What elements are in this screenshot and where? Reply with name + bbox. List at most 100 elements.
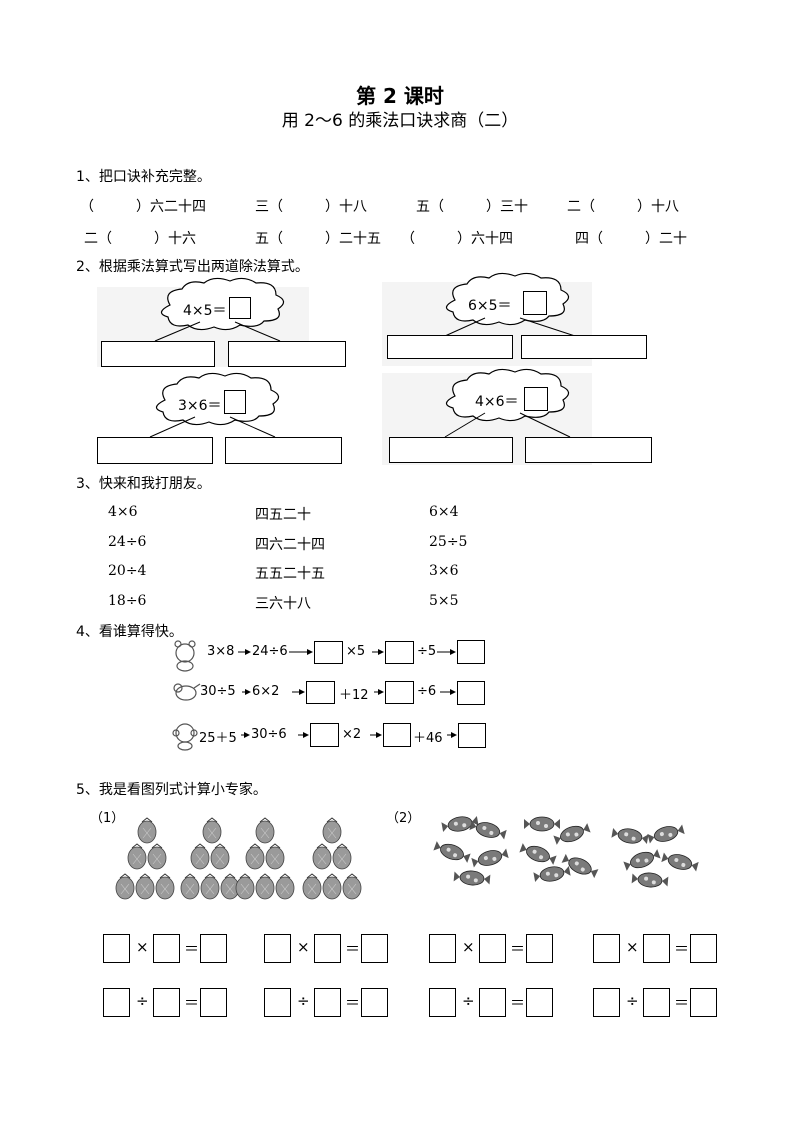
candy-group bbox=[432, 813, 510, 888]
strawberry-group bbox=[235, 817, 295, 900]
answer-box[interactable] bbox=[361, 934, 388, 963]
q1-r1-c1: （ ）六二十四 bbox=[80, 199, 206, 215]
q1-r1-c2: 三（ ）十八 bbox=[255, 199, 367, 215]
lesson-title: 第 2 课时 bbox=[356, 84, 444, 108]
answer-box[interactable] bbox=[643, 988, 670, 1017]
answer-box[interactable] bbox=[264, 988, 291, 1017]
division-answer-field[interactable] bbox=[97, 437, 213, 464]
strawberry-group bbox=[302, 817, 362, 900]
q3-col3-item[interactable]: 25÷5 bbox=[429, 534, 468, 550]
equals-sign: ＝ bbox=[184, 940, 200, 958]
answer-box[interactable] bbox=[690, 988, 717, 1017]
q2-eq-2: 6×5＝ bbox=[468, 298, 512, 314]
answer-box[interactable] bbox=[383, 723, 411, 747]
answer-box[interactable] bbox=[229, 297, 251, 319]
answer-box[interactable] bbox=[593, 988, 620, 1017]
answer-box[interactable] bbox=[314, 641, 343, 664]
divide-sign: ÷ bbox=[297, 992, 310, 1010]
equals-sign: ＝ bbox=[510, 940, 526, 958]
candy-group bbox=[518, 816, 600, 885]
answer-box[interactable] bbox=[361, 988, 388, 1017]
equals-sign: ＝ bbox=[510, 994, 526, 1012]
q3-col2-item[interactable]: 三六十八 bbox=[255, 596, 311, 612]
q4-chain3-op1: ×2 bbox=[342, 727, 362, 742]
equals-sign: ＝ bbox=[674, 994, 690, 1012]
divide-sign: ÷ bbox=[136, 992, 149, 1010]
q3-col1-item[interactable]: 4×6 bbox=[108, 504, 138, 520]
answer-box[interactable] bbox=[385, 641, 414, 664]
q3-col2-item[interactable]: 四六二十四 bbox=[255, 537, 325, 553]
q3-col3-item[interactable]: 6×4 bbox=[429, 504, 459, 520]
divide-sign: ÷ bbox=[462, 992, 475, 1010]
q1-r2-c4: 四（ ）二十 bbox=[575, 231, 687, 247]
answer-box[interactable] bbox=[264, 934, 291, 963]
q3-col3-item[interactable]: 5×5 bbox=[429, 593, 459, 609]
answer-box[interactable] bbox=[200, 988, 227, 1017]
q4-chain1-op1: ×5 bbox=[346, 644, 366, 659]
answer-box[interactable] bbox=[593, 934, 620, 963]
answer-box[interactable] bbox=[306, 681, 335, 704]
q4-chain1-op2: ÷5 bbox=[417, 644, 437, 659]
answer-box[interactable] bbox=[385, 681, 414, 704]
answer-box[interactable] bbox=[103, 988, 130, 1017]
answer-box[interactable] bbox=[458, 723, 486, 748]
answer-box[interactable] bbox=[310, 723, 339, 747]
answer-box[interactable] bbox=[314, 988, 341, 1017]
answer-box[interactable] bbox=[429, 934, 456, 963]
answer-box[interactable] bbox=[524, 387, 548, 411]
q4-chain2-op2: ÷6 bbox=[417, 684, 437, 699]
q3-col1-item[interactable]: 20÷4 bbox=[108, 563, 147, 579]
answer-box[interactable] bbox=[153, 934, 180, 963]
q3-col1-item[interactable]: 24÷6 bbox=[108, 534, 147, 550]
strawberry-group bbox=[115, 817, 175, 900]
q4-chain1-start: 3×8 bbox=[207, 644, 235, 659]
q3-col1-item[interactable]: 18÷6 bbox=[108, 593, 147, 609]
q5-part2-label: （2） bbox=[386, 811, 421, 826]
division-answer-field[interactable] bbox=[389, 437, 513, 463]
division-answer-field[interactable] bbox=[521, 335, 647, 359]
answer-box[interactable] bbox=[479, 934, 506, 963]
times-sign: × bbox=[297, 938, 310, 956]
q3-col2-item[interactable]: 四五二十 bbox=[255, 507, 311, 523]
answer-box[interactable] bbox=[523, 291, 547, 315]
answer-box[interactable] bbox=[457, 681, 485, 705]
q2-eq-3: 3×6＝ bbox=[178, 398, 222, 414]
answer-box[interactable] bbox=[103, 934, 130, 963]
answer-box[interactable] bbox=[526, 934, 553, 963]
answer-box[interactable] bbox=[479, 988, 506, 1017]
candy-picture bbox=[432, 813, 700, 890]
times-sign: × bbox=[462, 938, 475, 956]
answer-box[interactable] bbox=[314, 934, 341, 963]
division-answer-field[interactable] bbox=[387, 335, 513, 359]
q1-r2-c1: 二（ ）十六 bbox=[84, 231, 196, 247]
q4-chain2-second: 6×2 bbox=[252, 684, 280, 699]
division-answer-field[interactable] bbox=[525, 437, 652, 463]
q3-col3-item[interactable]: 3×6 bbox=[429, 563, 459, 579]
strawberry-group bbox=[180, 817, 240, 900]
cloud-shape bbox=[160, 277, 285, 331]
division-answer-field[interactable] bbox=[228, 341, 346, 367]
equals-sign: ＝ bbox=[184, 994, 200, 1012]
times-sign: × bbox=[136, 938, 149, 956]
answer-box[interactable] bbox=[200, 934, 227, 963]
answer-box[interactable] bbox=[690, 934, 717, 963]
q5-part1-label: （1） bbox=[90, 811, 125, 826]
q4-chain2-op1: ＋12 bbox=[339, 688, 369, 703]
answer-box[interactable] bbox=[429, 988, 456, 1017]
answer-box[interactable] bbox=[457, 640, 485, 664]
division-answer-field[interactable] bbox=[101, 341, 215, 367]
answer-box[interactable] bbox=[153, 988, 180, 1017]
answer-box[interactable] bbox=[643, 934, 670, 963]
answer-box[interactable] bbox=[224, 390, 246, 414]
q1-heading: 1、把口诀补充完整。 bbox=[76, 169, 211, 185]
division-answer-field[interactable] bbox=[225, 437, 342, 464]
candy-group bbox=[610, 822, 700, 890]
answer-box[interactable] bbox=[526, 988, 553, 1017]
divide-sign: ÷ bbox=[626, 992, 639, 1010]
q3-col2-item[interactable]: 五五二十五 bbox=[255, 566, 325, 582]
q5-heading: 5、我是看图列式计算小专家。 bbox=[76, 782, 267, 798]
q2-diagrams bbox=[149, 272, 576, 438]
bear-icon bbox=[174, 640, 196, 672]
q1-r1-c3: 五（ ）三十 bbox=[416, 199, 528, 215]
cloud-shape bbox=[155, 372, 280, 426]
